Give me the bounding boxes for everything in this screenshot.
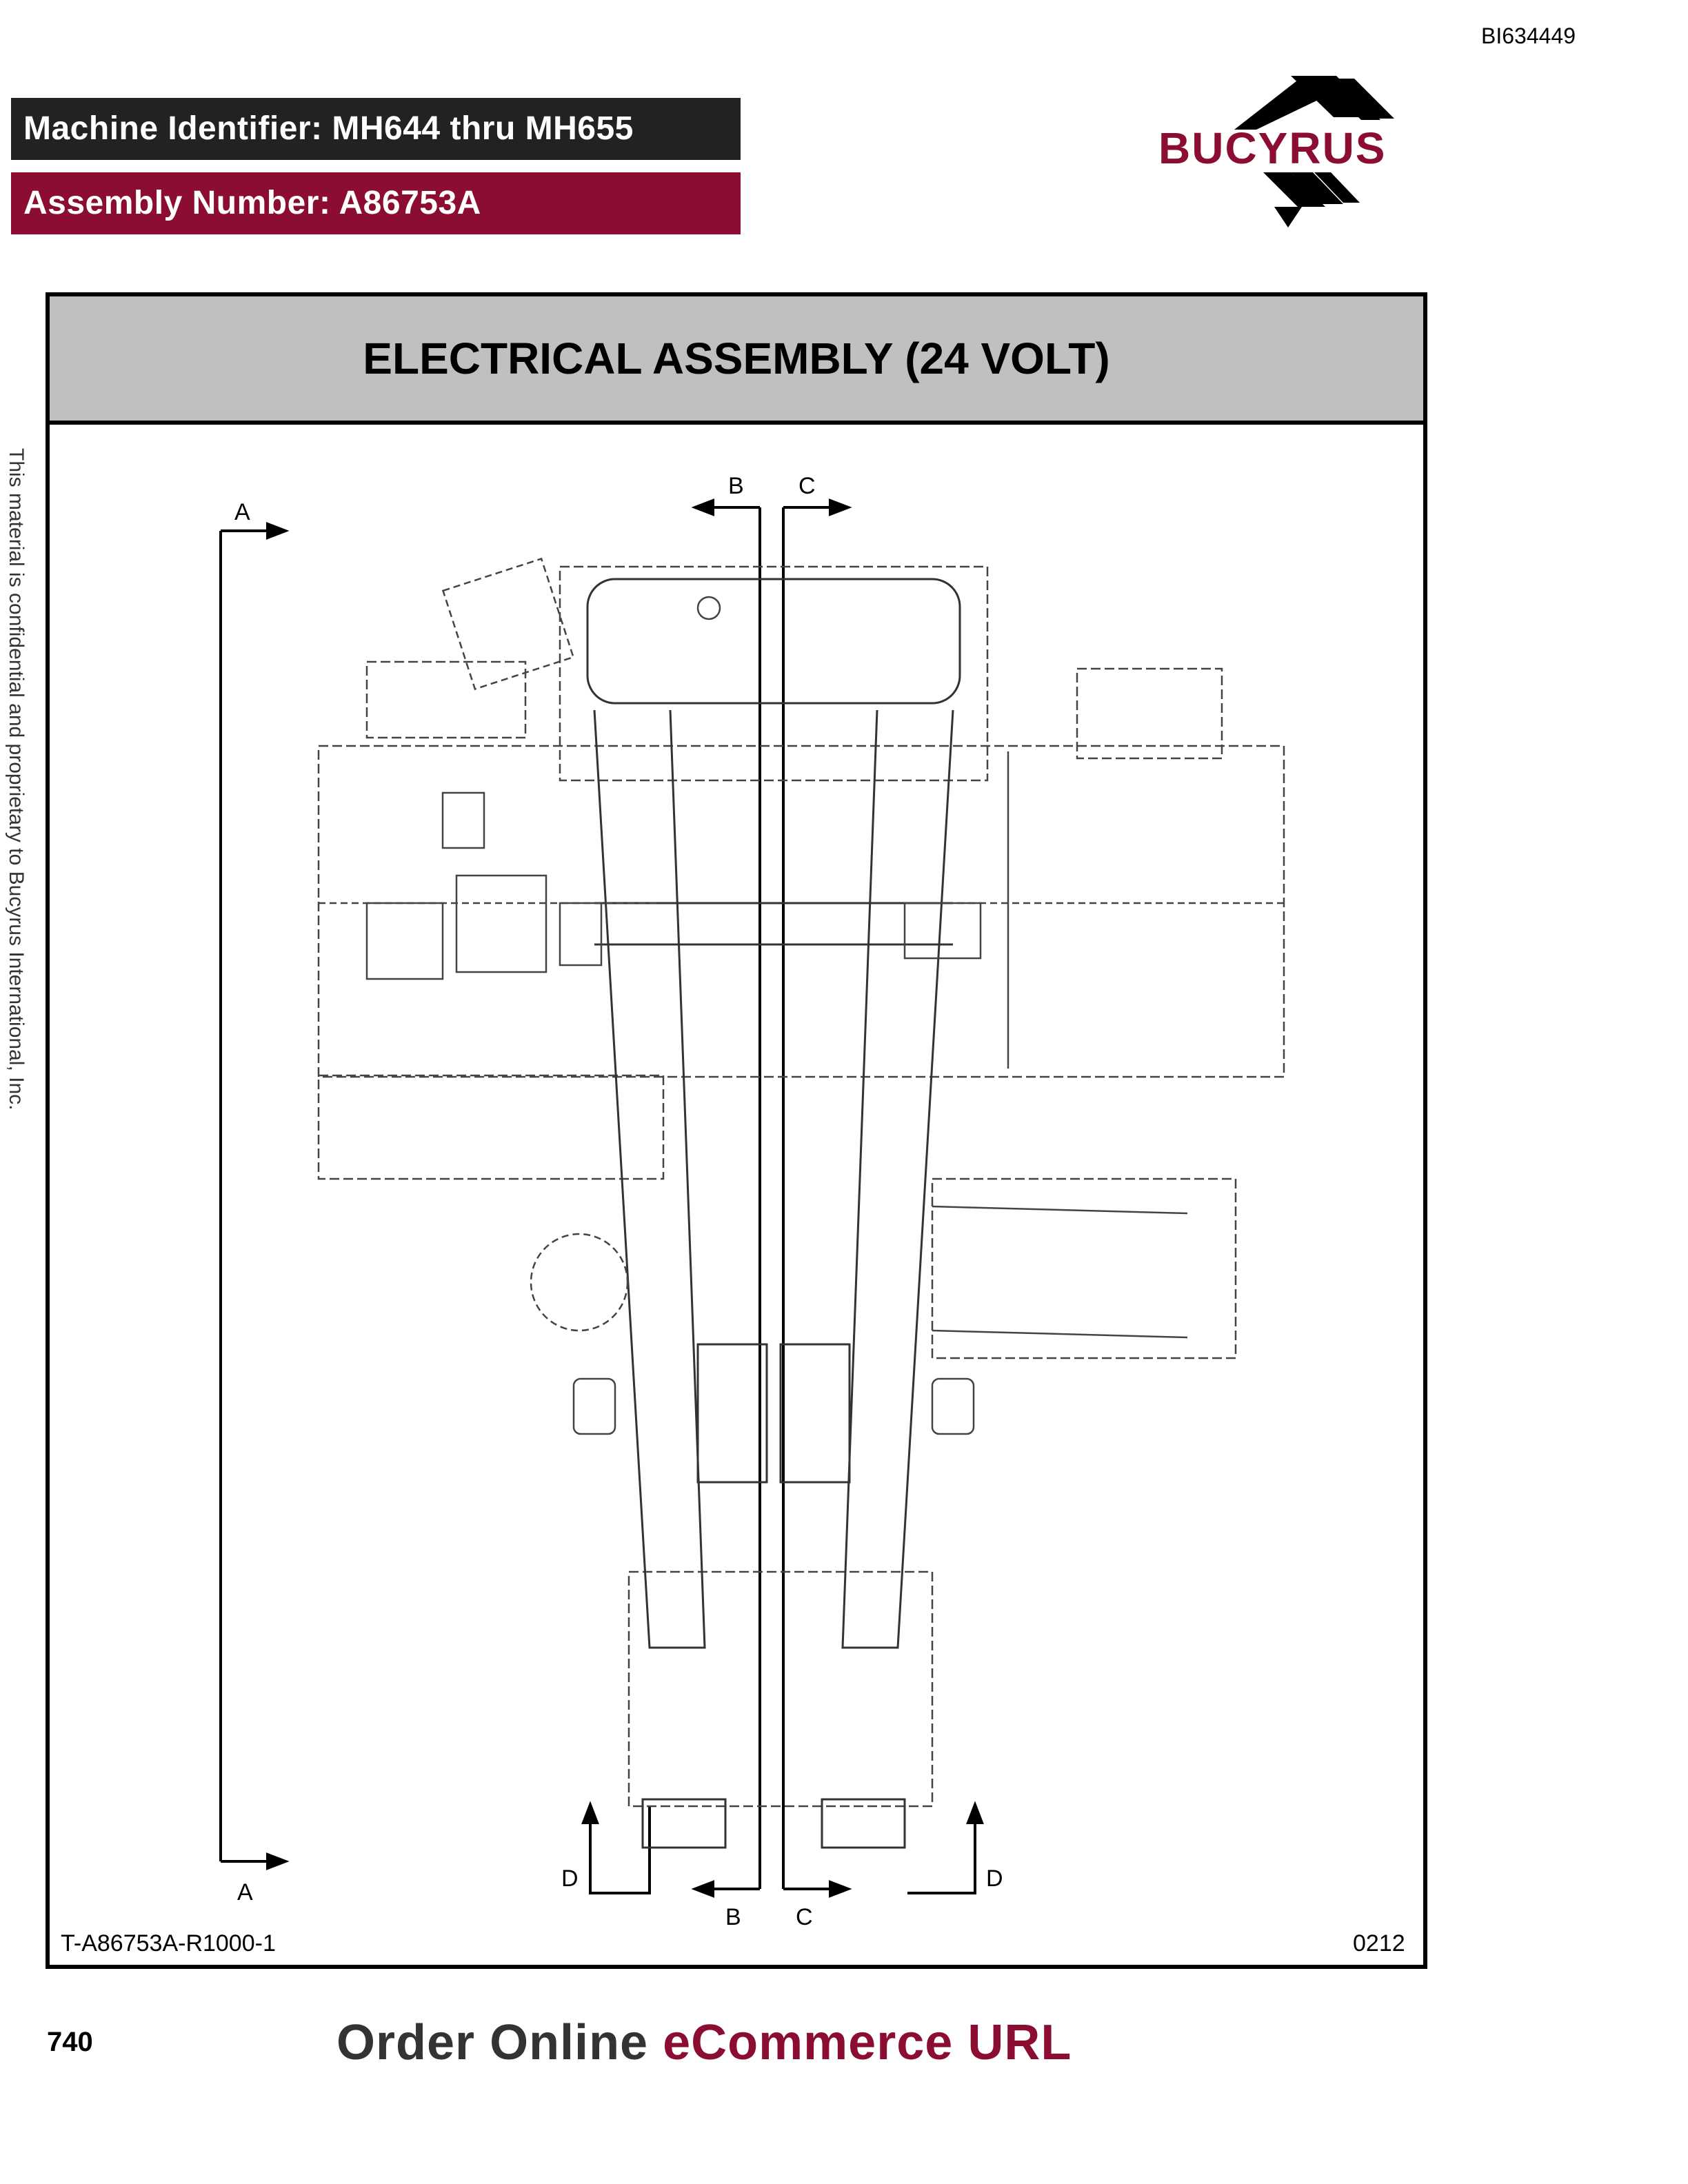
chassis-outline — [317, 565, 1285, 1808]
ecommerce-url-text: eCommerce URL — [663, 2015, 1072, 2070]
label-d-left: D — [561, 1866, 579, 1892]
section-line-d — [581, 1801, 984, 1894]
order-online-link[interactable]: Order Online eCommerce URL — [336, 2014, 1072, 2071]
order-online-text: Order Online — [336, 2015, 649, 2070]
components — [319, 557, 1284, 1435]
label-b-bottom: B — [725, 1904, 741, 1930]
drawing-reference: T-A86753A-R1000-1 — [61, 1930, 276, 1957]
machine-identifier: Machine Identifier: MH644 thru MH655 — [11, 98, 741, 160]
section-line-c — [782, 498, 852, 1898]
drawing-frame: ELECTRICAL ASSEMBLY (24 VOLT) — [46, 292, 1427, 1969]
label-d-right: D — [986, 1866, 1003, 1892]
main-rails — [586, 578, 961, 1849]
confidentiality-note: This material is confidential and propri… — [5, 448, 28, 1111]
drawing-code: 0212 — [1353, 1930, 1405, 1957]
label-c-bottom: C — [796, 1904, 813, 1930]
section-line-a — [219, 522, 290, 1870]
brand-name: BUCYRUS — [1158, 123, 1387, 173]
label-a-top: A — [234, 499, 250, 525]
section-line-b — [691, 498, 761, 1898]
bucyrus-logo-icon — [1234, 76, 1394, 228]
label-c-top: C — [798, 473, 816, 499]
label-a-bottom: A — [237, 1879, 253, 1905]
label-b-top: B — [728, 473, 744, 499]
document-id: BI634449 — [1481, 23, 1576, 48]
assembly-number: Assembly Number: A86753A — [11, 172, 741, 234]
page-number: 740 — [47, 2027, 93, 2057]
schematic-drawing: A A B C B C D D — [219, 473, 1285, 1930]
drawing-title: ELECTRICAL ASSEMBLY (24 VOLT) — [50, 296, 1423, 425]
